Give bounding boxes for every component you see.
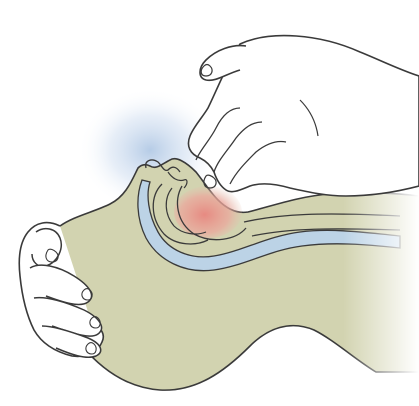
nasal-passage-inner: [165, 187, 207, 235]
nasal-passage: [152, 183, 209, 245]
upper-knuckle: [299, 99, 319, 137]
tongue-outline: [176, 185, 247, 241]
upper-finger-1: [195, 107, 241, 161]
lower-nail-1: [45, 248, 59, 263]
nose-profile: [145, 159, 181, 173]
obstruction-area: [174, 186, 242, 238]
lower-nail-3: [89, 315, 101, 329]
lower-nail-2: [81, 287, 93, 301]
upper-finger-3: [229, 140, 287, 185]
fade-overlay: [250, 180, 419, 380]
upper-finger-2: [213, 121, 263, 173]
upper-fingertip-nail: [203, 174, 217, 189]
hand-icon: [18, 221, 105, 359]
lower-finger-1: [31, 227, 62, 268]
upper-hand-wrist: [187, 34, 419, 197]
upper-thumb-nail: [200, 63, 213, 77]
lower-nail-4: [85, 341, 97, 355]
hand-icon: [187, 34, 419, 197]
lips-profile: [167, 171, 188, 189]
